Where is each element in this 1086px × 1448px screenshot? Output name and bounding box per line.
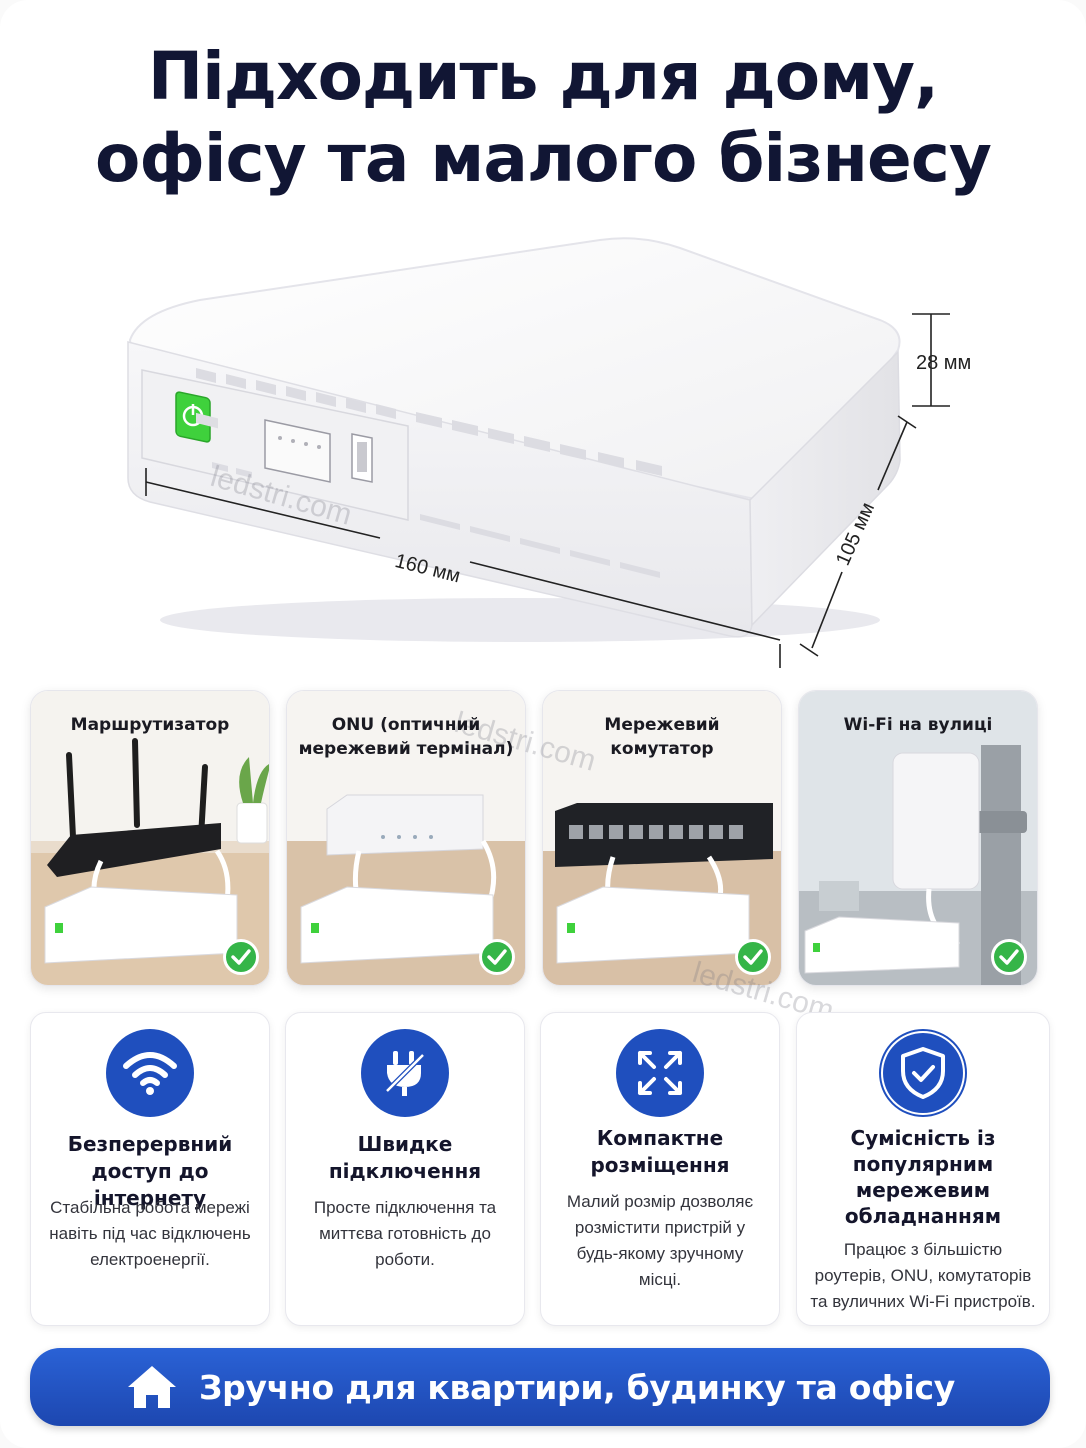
feature-card-compatibility: Сумісність із популярним мережевим облад… xyxy=(796,1012,1050,1326)
ups-device-illustration xyxy=(127,237,950,668)
feature-description: Малий розмір дозволяє розмістити пристрі… xyxy=(566,1192,754,1289)
front-vents xyxy=(196,412,218,429)
shield-check-icon xyxy=(879,1029,967,1117)
feature-description: Просте підключення та миттєва готовність… xyxy=(313,1198,497,1269)
feature-title: Компактне розміщення xyxy=(590,1126,730,1177)
use-case-card-router: Маршрутизатор xyxy=(30,690,270,986)
wifi-icon xyxy=(106,1029,194,1117)
feature-description: Стабільна робота мережі навіть під час в… xyxy=(49,1198,251,1269)
feature-card-quick-connect: Швидке підключення Просте підключення та… xyxy=(285,1012,525,1326)
device-side xyxy=(749,350,901,627)
feature-description: Працює з більшістю роутерів, ONU, комута… xyxy=(810,1240,1036,1311)
plug-icon xyxy=(361,1029,449,1117)
page-title: Підходить для дому, офісу та малого бізн… xyxy=(0,36,1086,200)
battery-indicator xyxy=(264,419,331,483)
use-case-title: Wi-Fi на вулиці xyxy=(843,715,993,735)
feature-title: Сумісність із популярним мережевим облад… xyxy=(844,1126,1002,1228)
use-case-card-outdoor-wifi: Wi-Fi на вулиці xyxy=(798,690,1038,986)
check-icon xyxy=(991,939,1027,975)
use-case-title: Мережевий комутатор xyxy=(604,715,720,759)
feature-title: Безперервний доступ до інтернету xyxy=(67,1132,233,1210)
check-icon xyxy=(735,939,771,975)
router-scene-image xyxy=(31,691,269,985)
outdoor-wifi-scene-image xyxy=(799,691,1037,985)
product-hero: 28 мм 160 мм 105 мм ledstri.com xyxy=(0,220,1086,680)
use-case-title: Маршрутизатор xyxy=(70,715,230,735)
use-cases: Маршрутизатор ONU (оптичний мережевий xyxy=(30,690,1042,1028)
dimension-height: 28 мм xyxy=(916,352,972,374)
switch-scene-image xyxy=(543,691,781,985)
dimension-lines xyxy=(145,313,950,668)
banner-text: Зручно для квартири, будинку та офісу xyxy=(199,1367,955,1407)
page-title-line-2: офісу та малого бізнесу xyxy=(95,120,992,197)
check-icon xyxy=(479,939,515,975)
feature-card-compact: Компактне розміщення Малий розмір дозвол… xyxy=(540,1012,780,1326)
check-icon xyxy=(223,939,259,975)
bottom-banner: Зручно для квартири, будинку та офісу xyxy=(30,1348,1050,1426)
use-case-card-switch: Мережевий комутатор xyxy=(542,690,782,986)
page-title-line-1: Підходить для дому, xyxy=(147,38,939,115)
features: Безперервний доступ до інтернету Стабіль… xyxy=(30,1012,1052,1328)
feature-title: Швидке підключення xyxy=(328,1132,482,1183)
use-case-title: ONU (оптичний мережевий термінал) xyxy=(298,715,514,759)
feature-card-uninterrupted: Безперервний доступ до інтернету Стабіль… xyxy=(30,1012,270,1326)
use-case-card-onu: ONU (оптичний мережевий термінал) xyxy=(286,690,526,986)
compact-arrows-icon xyxy=(616,1029,704,1117)
home-icon xyxy=(128,1366,176,1408)
